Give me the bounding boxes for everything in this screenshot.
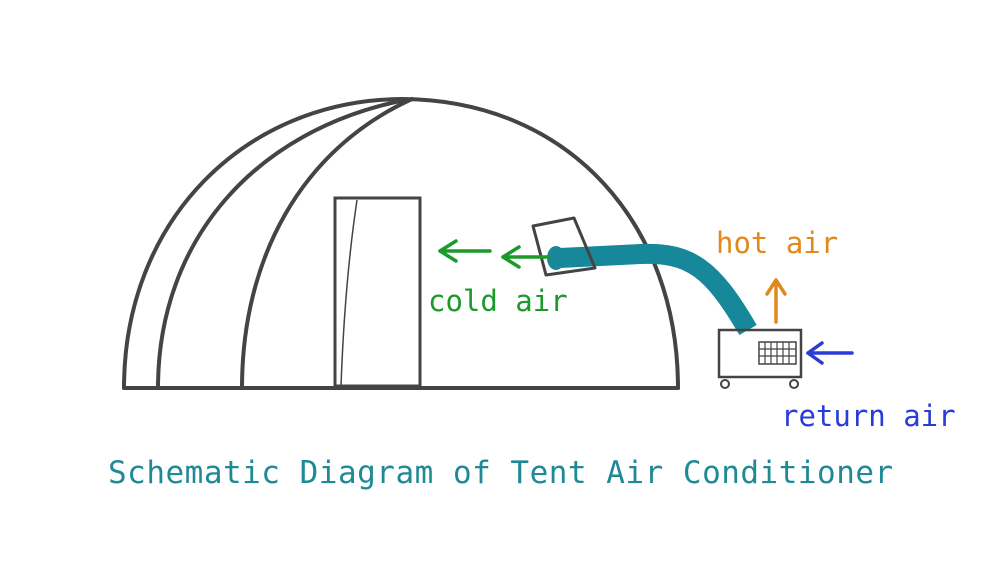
tent-door	[333, 196, 422, 388]
return-air-label: return air	[781, 399, 956, 433]
return-air-arrow-left-icon	[806, 341, 854, 365]
duct-outlet	[547, 246, 565, 270]
tent-rib-2	[240, 97, 414, 390]
door-flap-line	[340, 199, 358, 387]
hot-air-label: hot air	[716, 226, 839, 260]
cold-air-label: cold air	[428, 284, 568, 318]
ac-grille-icon	[758, 341, 797, 365]
tent-rib-1	[156, 98, 407, 390]
door-frame	[333, 196, 422, 388]
air-duct	[559, 243, 757, 336]
ac-wheel-left	[720, 379, 730, 389]
hot-air-arrow-up-icon	[765, 278, 787, 324]
cold-air-arrow-right-icon	[501, 245, 550, 269]
cold-air-arrow-left-icon	[438, 239, 492, 263]
tent-dome-outline	[122, 97, 680, 390]
tent	[122, 97, 680, 390]
ac-unit-body	[717, 328, 803, 379]
ac-unit	[717, 328, 803, 389]
duct-hose	[559, 243, 757, 336]
ac-wheel-right	[789, 379, 799, 389]
diagram-caption: Schematic Diagram of Tent Air Conditione…	[108, 455, 894, 491]
cold-air-arrows	[438, 239, 550, 269]
